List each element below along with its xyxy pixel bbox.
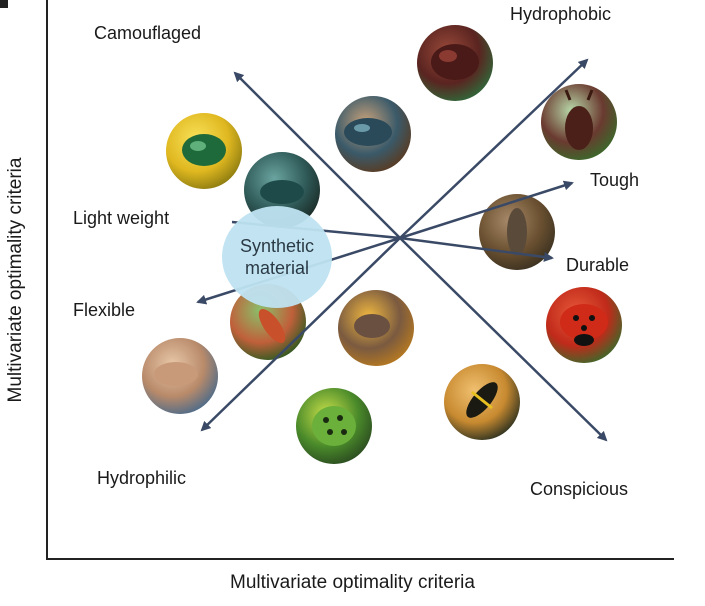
insect-photo-spotted-green-beetle [296, 388, 372, 464]
label-hydrophilic: Hydrophilic [97, 468, 187, 488]
label-camouflaged: Camouflaged [94, 23, 202, 43]
arrow-conspicious [399, 237, 608, 442]
insect-photo-stag-beetle [541, 84, 617, 160]
label-durable: Durable [566, 255, 630, 275]
insect-photo-red-ladybird [546, 287, 622, 363]
x-axis-label: Multivariate optimality criteria [230, 572, 475, 593]
arrow-hydrophilic [200, 237, 401, 432]
insect-photo-blue-green-weevil [335, 96, 411, 172]
synthetic-material-line1: Synthetic [239, 236, 315, 256]
insect-photo-yellow-black-longhorn [444, 364, 520, 440]
arrow-camouflaged [233, 71, 401, 239]
x-axis-line [46, 558, 674, 560]
label-conspicious: Conspicious [530, 479, 629, 499]
label-flexible: Flexible [73, 300, 136, 320]
insect-photo-orange-weevil [338, 290, 414, 366]
synthetic-material-node: Synthetic material [222, 206, 332, 308]
panel-corner-mark [0, 0, 8, 8]
insect-photo-metallic-green-beetle [166, 113, 242, 189]
arrow-hydrophobic [399, 58, 589, 239]
arrow-durable [399, 236, 554, 262]
label-light-weight: Light weight [73, 208, 170, 228]
label-tough: Tough [590, 170, 640, 190]
arrow-tough [399, 180, 574, 240]
insect-photo-striped-beetle-on-bark [479, 194, 555, 270]
insect-photo-reddish-brown-beetle [417, 25, 493, 101]
y-axis-line [46, 0, 48, 560]
insect-photo-pale-cockchafer [142, 338, 218, 414]
synthetic-material-line2: material [244, 258, 310, 278]
label-hydrophobic: Hydrophobic [510, 4, 612, 24]
